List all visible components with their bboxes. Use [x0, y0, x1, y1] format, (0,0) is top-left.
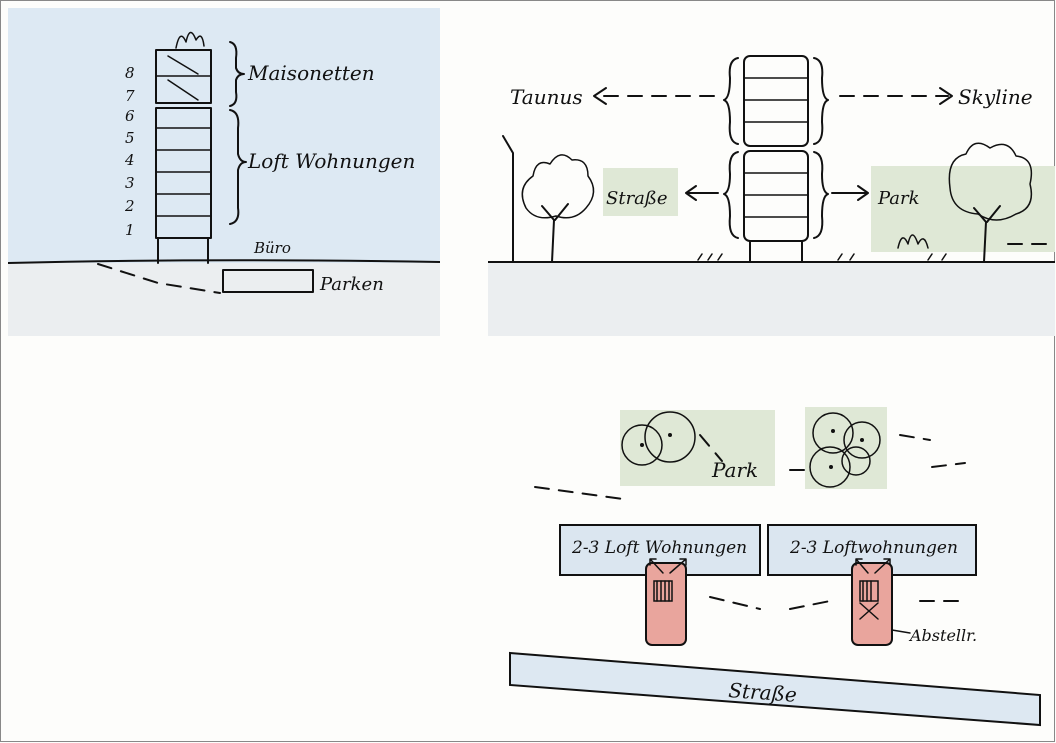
maisonetten-label: Maisonetten — [247, 61, 375, 85]
street-green — [603, 168, 678, 216]
street-band — [509, 651, 1041, 727]
tower — [723, 55, 829, 263]
park-green — [871, 166, 1055, 252]
floor-number: 7 — [125, 87, 135, 105]
ramp-line — [97, 263, 221, 294]
tower-upper — [743, 55, 809, 147]
ground-area — [488, 262, 1055, 336]
park-green-left — [620, 410, 775, 486]
path-dashes — [534, 486, 631, 501]
loft-right-label: 2-3 Loftwohnungen — [789, 538, 958, 558]
park-label: Park — [711, 458, 758, 482]
tower-lower — [743, 150, 809, 242]
parking-box — [222, 269, 314, 293]
loft-brace — [229, 109, 247, 225]
floor-number: 5 — [125, 129, 135, 147]
loft-left-label: 2-3 Loft Wohnungen — [571, 538, 747, 558]
loft-label: Loft Wohnungen — [247, 149, 415, 173]
floor-number: 4 — [124, 151, 135, 169]
sky-area — [8, 8, 440, 263]
strasse-label: Straße — [728, 678, 798, 707]
floor-number: 6 — [125, 107, 135, 125]
views-panel: Taunus Skyline Straße Park — [488, 8, 1055, 336]
strasse-label: Straße — [606, 188, 668, 209]
grass-marks — [697, 253, 947, 261]
parken-label: Parken — [319, 274, 384, 295]
plan-sketch: Park 2-3 Loft Wohnungen 2-3 Loftwohnunge… — [509, 407, 1041, 727]
floor-number: 8 — [125, 64, 135, 82]
strasse-arrow — [685, 185, 719, 201]
core-right — [851, 558, 893, 646]
plan-panel: Park 2-3 Loft Wohnungen 2-3 Loftwohnunge… — [500, 395, 1050, 740]
floor-number: 3 — [125, 174, 135, 192]
park-label: Park — [877, 188, 920, 209]
section-sketch: 8 7 6 5 4 3 2 1 Maisonetten Loft Wohnung… — [8, 8, 440, 336]
views-sketch: Taunus Skyline Straße Park — [488, 55, 1055, 336]
loft-block — [155, 107, 212, 239]
neighbor-building — [502, 135, 514, 263]
roof-plant — [175, 31, 205, 49]
tree-right — [897, 142, 1055, 263]
path-dashes — [709, 596, 961, 610]
trees-left — [621, 411, 696, 466]
buero-label: Büro — [253, 239, 291, 257]
maisonette-brace — [229, 41, 245, 107]
park-arrow — [831, 185, 869, 201]
abstell-label: Abstellr. — [908, 626, 977, 645]
tree-left — [521, 154, 595, 263]
taunus-label: Taunus — [510, 85, 583, 109]
shrub — [897, 234, 929, 249]
tower — [155, 31, 212, 264]
floor-numbers: 8 7 6 5 4 3 2 1 — [124, 64, 135, 239]
floor-number: 1 — [125, 221, 135, 239]
ground-line — [8, 259, 440, 264]
core-left — [645, 558, 687, 646]
skyline-label: Skyline — [958, 85, 1033, 109]
floor-number: 2 — [124, 197, 135, 215]
section-panel: 8 7 6 5 4 3 2 1 Maisonetten Loft Wohnung… — [8, 8, 440, 336]
trees-right — [809, 412, 881, 488]
